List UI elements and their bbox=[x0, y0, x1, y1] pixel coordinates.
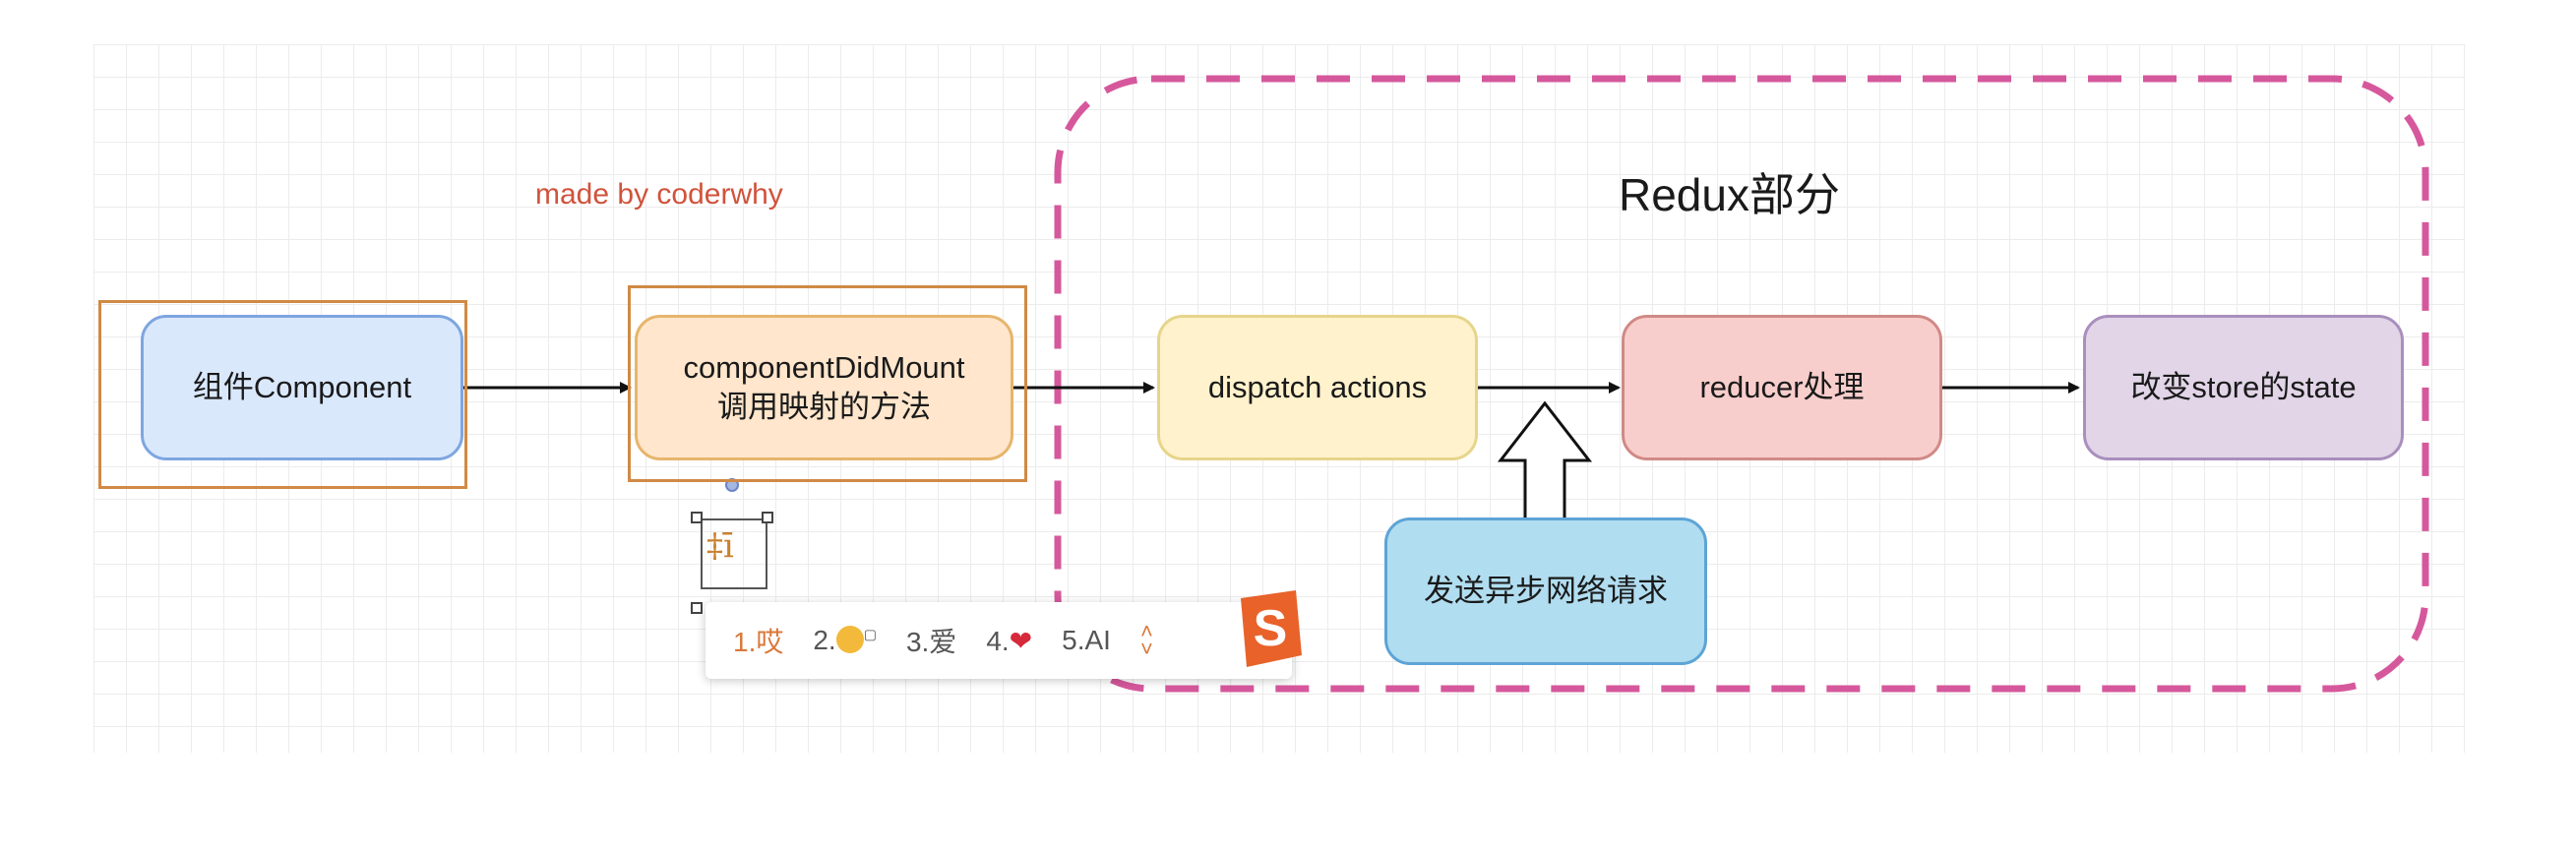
resize-handle-tl[interactable] bbox=[691, 512, 703, 523]
ime-candidate-2[interactable]: 2.▢ bbox=[813, 625, 877, 655]
sogou-logo[interactable]: S bbox=[1233, 586, 1304, 671]
state-node-label: 改变store的state bbox=[2130, 370, 2357, 404]
resize-handle-bl[interactable] bbox=[691, 602, 703, 614]
component-node[interactable]: 组件Component bbox=[141, 315, 463, 460]
face-emoji-icon bbox=[835, 626, 864, 653]
dispatch-node-label: dispatch actions bbox=[1207, 370, 1428, 404]
didmount-frame bbox=[628, 285, 1027, 482]
made-by-label: made by coderwhy bbox=[535, 178, 783, 211]
ime-candidate-1[interactable]: 1.哎 bbox=[733, 627, 784, 657]
redux-region-border bbox=[1054, 75, 2429, 693]
reducer-node-label: reducer处理 bbox=[1699, 370, 1865, 404]
dispatch-node[interactable]: dispatch actions bbox=[1157, 315, 1478, 460]
ime-candidate-4[interactable]: 4.❤ bbox=[986, 625, 1033, 656]
redux-title: Redux部分 bbox=[1619, 169, 1840, 220]
reducer-node[interactable]: reducer处理 bbox=[1622, 315, 1942, 460]
network-up-arrow bbox=[1497, 400, 1593, 521]
ime-candidate-3[interactable]: 3.爱 bbox=[905, 627, 957, 657]
component-node-label: 组件Component bbox=[192, 370, 412, 404]
ime-page-toggle-icon[interactable]: ˄˅ bbox=[1139, 619, 1153, 661]
state-node[interactable]: 改变store的state bbox=[2083, 315, 2404, 460]
text-edit-box[interactable]: ‡ī bbox=[701, 518, 767, 589]
did-mount-line1: componentDidMount bbox=[683, 350, 965, 385]
network-node-label: 发送异步网络请求 bbox=[1424, 574, 1668, 608]
resize-handle-tr[interactable] bbox=[762, 512, 773, 523]
did-mount-node[interactable]: componentDidMount 调用映射的方法 bbox=[635, 315, 1013, 460]
text-cursor-glyph: ‡ī bbox=[706, 526, 734, 566]
heart-icon: ❤ bbox=[1009, 625, 1033, 656]
component-frame bbox=[98, 300, 467, 489]
did-mount-line2: 调用映射的方法 bbox=[717, 390, 931, 424]
ime-candidate-5[interactable]: 5.AI bbox=[1062, 625, 1111, 655]
ime-candidate-bar: 1.哎 2.▢ 3.爱 4.❤ 5.AI ˄˅ bbox=[705, 602, 1292, 679]
network-node[interactable]: 发送异步网络请求 bbox=[1384, 517, 1707, 665]
svg-text:S: S bbox=[1254, 600, 1288, 657]
